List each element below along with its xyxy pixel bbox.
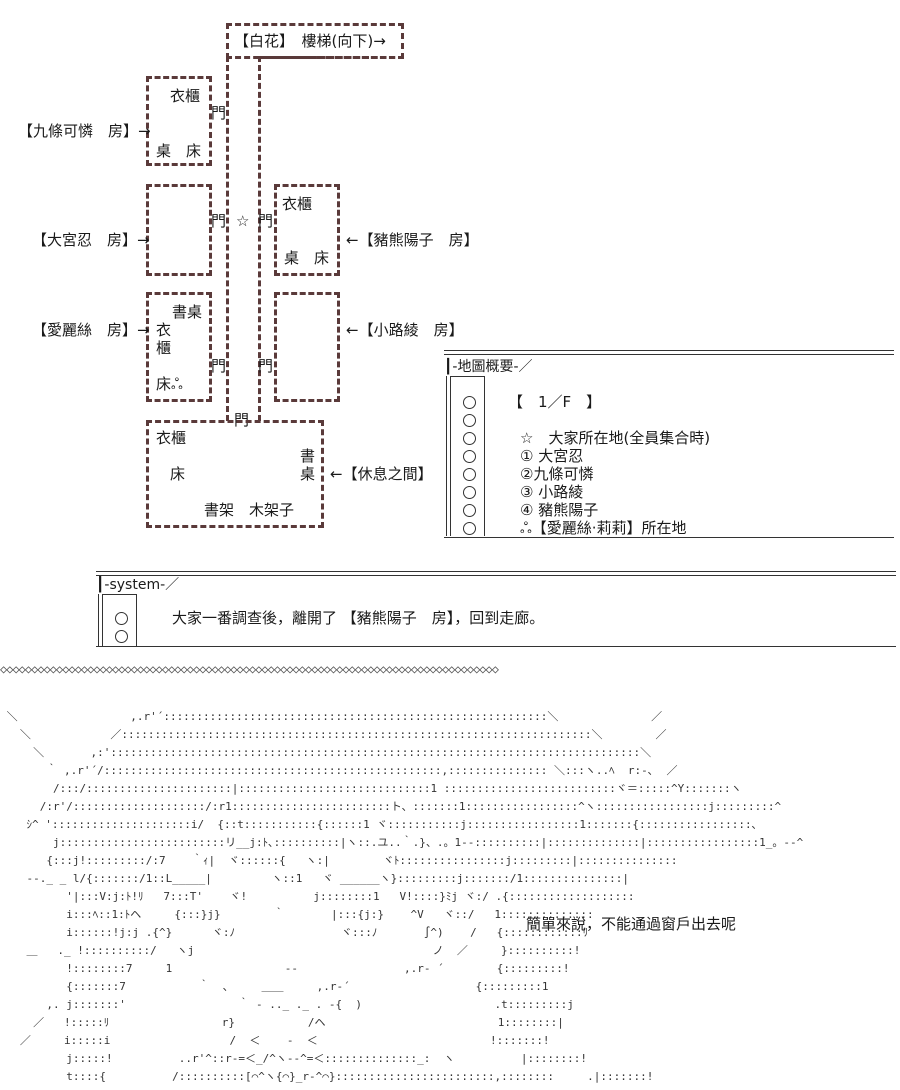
system-message: 大家一番調查後，離開了 【豬熊陽子 房】，回到走廊。 xyxy=(172,609,545,627)
legend-item-alice: ஃ【愛麗絲·莉莉】所在地 xyxy=(520,519,687,537)
room-alice-closet-2: 櫃 xyxy=(156,339,172,357)
room-alice-label: 【愛麗絲 房】→ xyxy=(32,321,150,339)
system-header-rule xyxy=(102,594,136,595)
system-circle-1 xyxy=(115,612,128,625)
legend-circle-4 xyxy=(463,450,476,463)
hallway-right-wall xyxy=(258,56,261,421)
legend-circle-3 xyxy=(463,432,476,445)
legend-bottom-rule xyxy=(444,537,894,538)
legend-top-rule-1 xyxy=(444,350,894,351)
door-shinobu: 門 xyxy=(211,212,227,230)
room-aya-label: ←【小路綾 房】 xyxy=(346,321,464,339)
legend-item-1: ① 大宮忍 xyxy=(520,447,584,465)
room-kujou xyxy=(146,76,212,166)
legend-circle-6 xyxy=(463,486,476,499)
legend-circle-5 xyxy=(463,468,476,481)
legend-item-4: ④ 豬熊陽子 xyxy=(520,501,599,519)
legend-left-rule-1 xyxy=(446,376,447,536)
ascii-art-character: ＼ ,.r'´:::::::::::::::::::::::::::::::::… xyxy=(6,710,804,1083)
room-kujou-closet: 衣櫃 xyxy=(170,87,201,105)
star-icon: ☆ xyxy=(236,212,250,230)
room-alice xyxy=(146,292,212,402)
room-youko-desk-bed: 桌 床 xyxy=(284,249,330,267)
room-kujou-label: 【九條可憐 房】→ xyxy=(18,122,151,140)
legend-floor: 【 1／F 】 xyxy=(508,393,602,411)
system-bottom-rule xyxy=(96,646,896,647)
room-youko-closet: 衣櫃 xyxy=(282,195,313,213)
room-alice-closet-1: 衣 xyxy=(156,321,172,339)
legend-circle-7 xyxy=(463,504,476,517)
legend-item-2: ②九條可憐 xyxy=(520,465,594,483)
legend-title: ┃-地圖概要-／ xyxy=(444,359,533,375)
room-shinobu xyxy=(146,184,212,276)
diamond-separator: ◇◇◇◇◇◇◇◇◇◇◇◇◇◇◇◇◇◇◇◇◇◇◇◇◇◇◇◇◇◇◇◇◇◇◇◇◇◇◇◇… xyxy=(0,662,499,676)
room-lounge xyxy=(146,420,324,528)
hallway-left-wall xyxy=(226,56,229,421)
legend-top-rule-2 xyxy=(444,354,894,355)
room-alice-bed: 床ஃ xyxy=(156,375,183,393)
system-top-rule-1 xyxy=(96,571,896,572)
lounge-label: ←【休息之間】 xyxy=(330,465,433,483)
legend-header-rule xyxy=(450,376,484,377)
legend-circle-2 xyxy=(463,414,476,427)
system-left-rule-1 xyxy=(98,594,99,646)
door-aya: 門 xyxy=(258,357,274,375)
lounge-bed: 床 xyxy=(170,465,186,483)
room-alice-desk: 書桌 xyxy=(172,303,203,321)
legend-circle-8 xyxy=(463,522,476,535)
legend-item-star: ☆ 大家所在地(全員集合時) xyxy=(520,429,711,447)
system-circle-2 xyxy=(115,630,128,643)
alice-mark-icon: ஃ xyxy=(171,375,183,393)
system-top-rule-2 xyxy=(96,575,896,576)
legend-inner-rule xyxy=(484,376,485,536)
room-shinobu-label: 【大宮忍 房】→ xyxy=(32,231,150,249)
door-kujou: 門 xyxy=(211,104,227,122)
lounge-shelves: 書架 木架子 xyxy=(204,501,295,519)
lounge-closet: 衣櫃 xyxy=(156,429,187,447)
door-youko: 門 xyxy=(258,212,274,230)
dialogue-text: 簡單來說，不能通過窗戶出去呢 xyxy=(526,915,737,933)
lounge-desk: 桌 xyxy=(300,465,316,483)
lounge-book: 書 xyxy=(300,447,316,465)
legend-circle-1 xyxy=(463,396,476,409)
room-kujou-desk-bed: 桌 床 xyxy=(156,142,202,160)
stairs-label: 【白花】 樓梯(向下)→ xyxy=(234,32,386,50)
hallway-top-right xyxy=(258,56,404,59)
legend-left-rule-2 xyxy=(450,376,451,536)
room-youko-label: ←【豬熊陽子 房】 xyxy=(346,231,479,249)
system-left-rule-2 xyxy=(102,594,103,646)
system-title: ┃-system-／ xyxy=(96,577,180,593)
legend-item-3: ③ 小路綾 xyxy=(520,483,584,501)
system-inner-rule xyxy=(136,594,137,646)
door-alice: 門 xyxy=(211,357,227,375)
room-aya xyxy=(274,292,340,402)
room-youko xyxy=(274,184,340,276)
